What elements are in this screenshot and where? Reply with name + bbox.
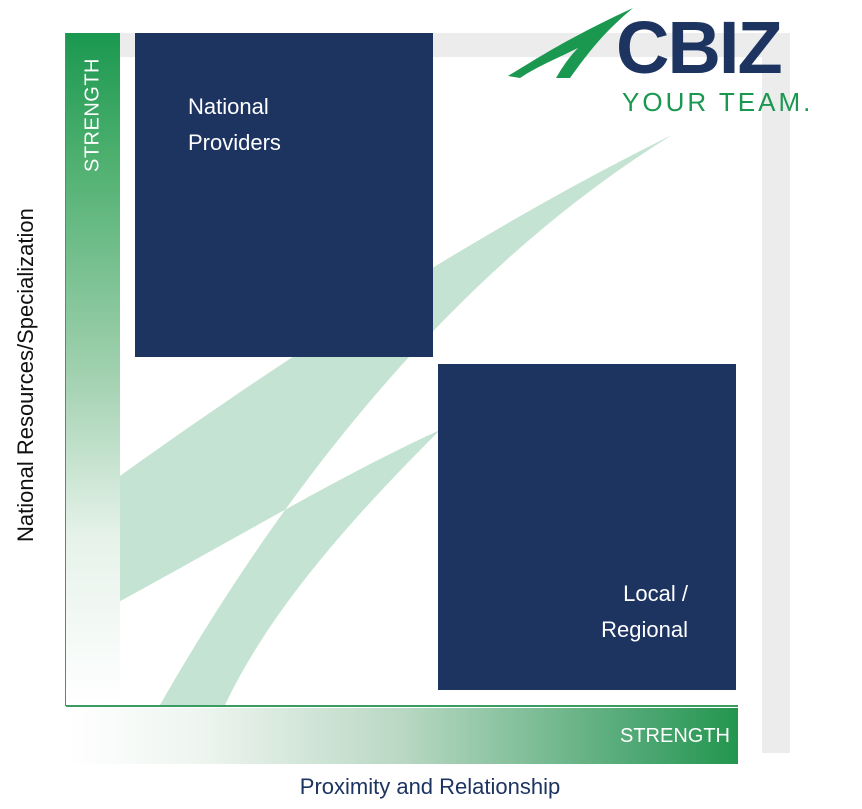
national-providers-box: National Providers <box>135 33 433 357</box>
x-axis-label: Proximity and Relationship <box>299 774 561 799</box>
national-providers-label: National Providers <box>188 94 281 155</box>
local-regional-box: Local / Regional <box>438 364 736 690</box>
vertical-strength-label: STRENGTH <box>81 58 104 172</box>
logo-wordmark: CBIZ <box>616 6 783 89</box>
vertical-strength-bar <box>66 33 120 705</box>
logo-tagline: YOUR TEAM. <box>622 87 814 117</box>
local-regional-label: Local / Regional <box>601 581 688 642</box>
horizontal-strength-label: STRENGTH <box>620 724 730 747</box>
y-axis-label: National Resources/Specialization <box>13 208 38 542</box>
frame-right-bar <box>762 33 790 753</box>
horizontal-strength-bar <box>66 708 738 764</box>
logo-swoosh-icon <box>508 8 633 78</box>
